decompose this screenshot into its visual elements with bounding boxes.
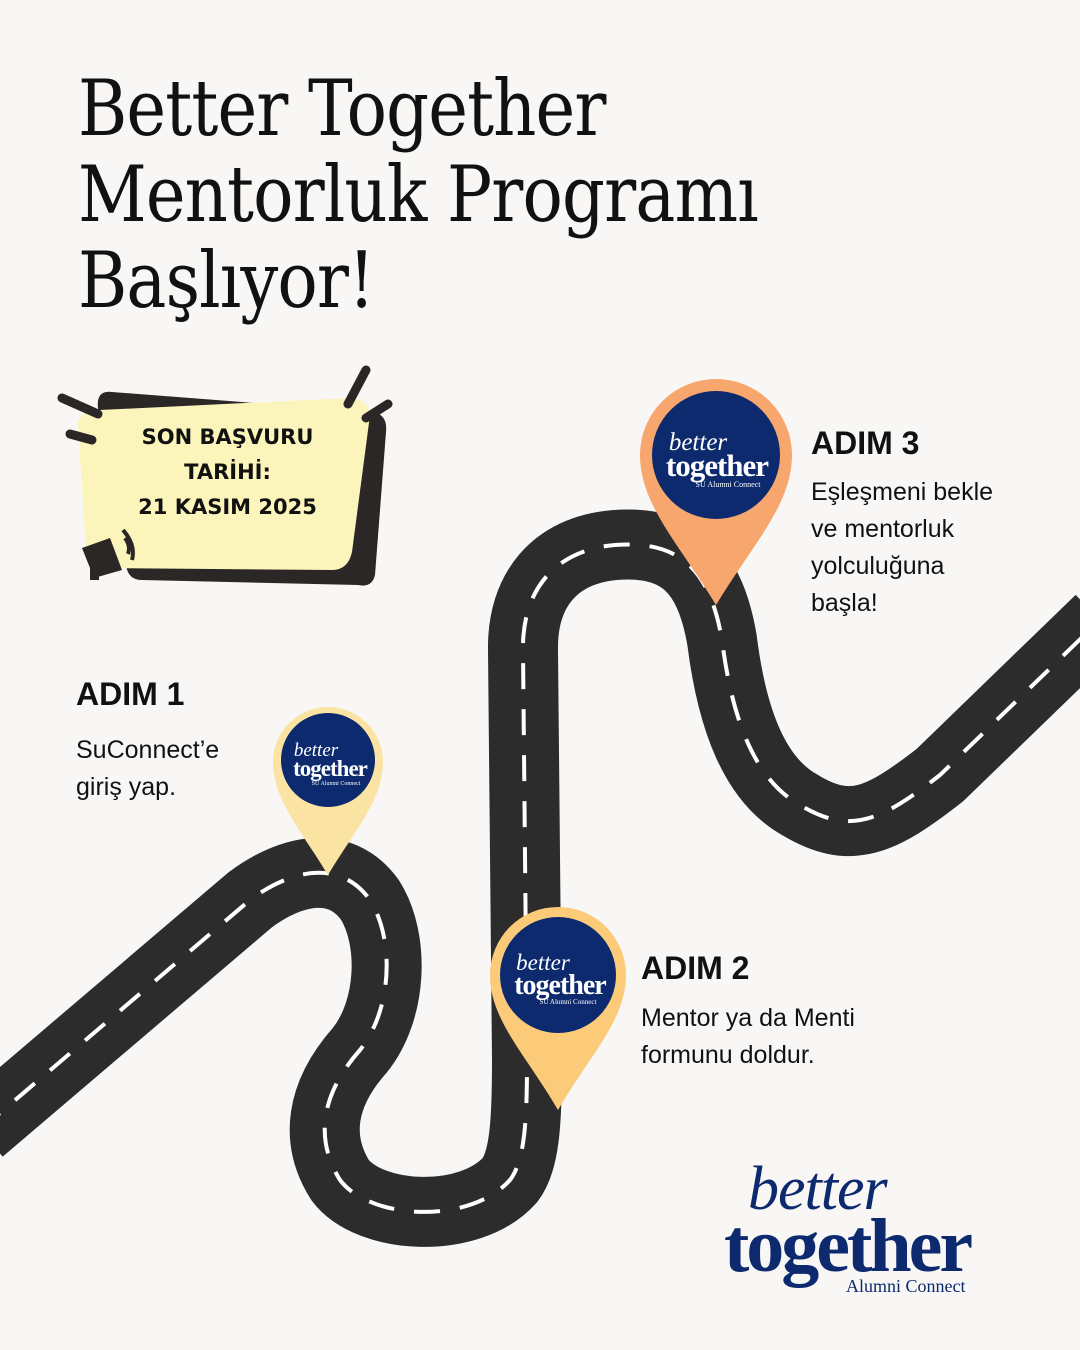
- brand-logo-together: together: [724, 1204, 973, 1288]
- title-line-3: Başlıyor!: [78, 236, 375, 326]
- deadline-label: SON BAŞVURU: [141, 425, 314, 449]
- page-title: Better Together Mentorluk Programı Başlı…: [78, 64, 759, 326]
- title-line-1: Better Together: [78, 64, 606, 154]
- road-lane-markings: [0, 542, 1080, 1214]
- brand-logo: better together Alumni Connect: [724, 1158, 1034, 1308]
- deadline-date: 21 KASIM 2025: [138, 495, 317, 519]
- deadline-label-2: TARİHİ:: [184, 460, 271, 484]
- brand-logo-subtitle: Alumni Connect: [846, 1276, 966, 1296]
- title-line-2: Mentorluk Programı: [78, 150, 759, 240]
- location-pin-icon: [490, 906, 626, 1110]
- step-1-text: SuConnect’e giriş yap.: [76, 736, 220, 801]
- pin-logo-step-1: better together SU Alumni Connect: [293, 740, 369, 787]
- step-3-text: Eşleşmeni bekle ve mentorluk yolculuğuna…: [811, 478, 994, 617]
- pin-logo-together: together: [514, 970, 606, 1001]
- location-pin-icon: [640, 379, 792, 605]
- pin-logo-together: together: [293, 756, 368, 781]
- deadline-text: SON BAŞVURU TARİHİ: 21 KASIM 2025: [80, 420, 375, 525]
- winding-road: [0, 509, 1080, 1247]
- step-2-title: ADIM 2: [641, 950, 750, 986]
- pin-logo-sub: SU Alumni Connect: [312, 781, 361, 787]
- megaphone-icon: [82, 528, 135, 580]
- pin-logo-sub: SU Alumni Connect: [540, 998, 597, 1006]
- pin-logo-better: better: [294, 740, 339, 761]
- pin-logo-sub: SU Alumni Connect: [696, 480, 762, 489]
- step-3-title: ADIM 3: [811, 425, 920, 461]
- deadline-note: [57, 365, 393, 586]
- deadline-note-paper: [78, 398, 370, 570]
- pin-logo-better: better: [516, 950, 571, 975]
- pin-logo-better: better: [669, 429, 728, 456]
- burst-lines-icon: [57, 365, 393, 445]
- pin-logo-step-2: better together SU Alumni Connect: [514, 950, 607, 1006]
- brand-logo-better: better: [748, 1155, 888, 1223]
- location-pin-icon: [273, 706, 384, 875]
- pin-logo-step-3: better together SU Alumni Connect: [666, 429, 770, 489]
- step-1-title: ADIM 1: [76, 676, 185, 712]
- step-2-text: Mentor ya da Menti formunu doldur.: [641, 1004, 855, 1069]
- pin-logo-together: together: [666, 448, 769, 483]
